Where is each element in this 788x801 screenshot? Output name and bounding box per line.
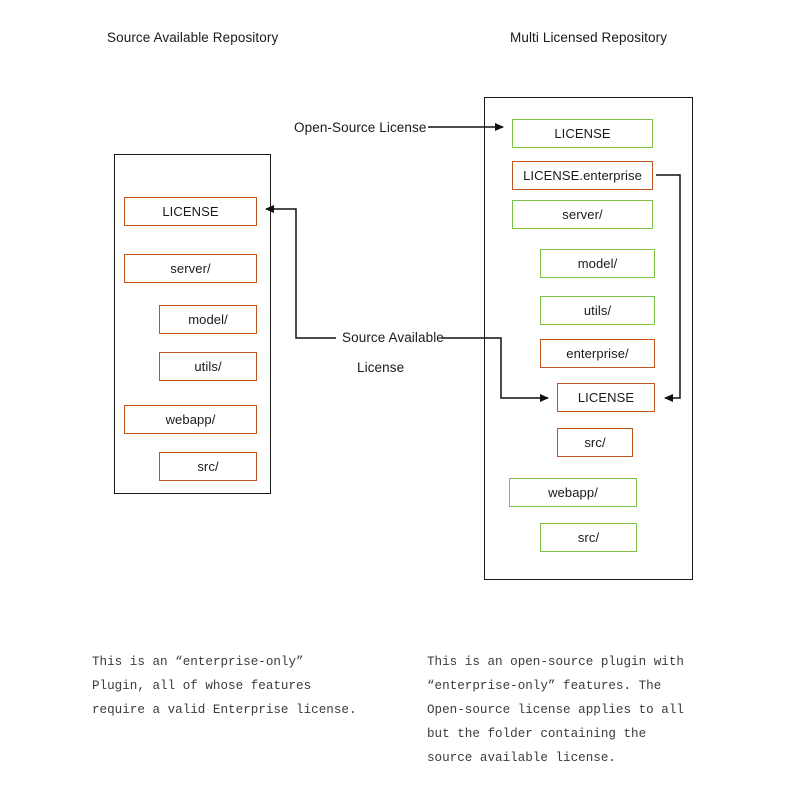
right-node-enterprise[interactable]: enterprise/ (540, 339, 655, 368)
right-node-webapp[interactable]: webapp/ (509, 478, 637, 507)
left-node-model[interactable]: model/ (159, 305, 257, 334)
right-node-webapp-src[interactable]: src/ (540, 523, 637, 552)
edge-source-available-left (265, 205, 336, 339)
right-node-utils[interactable]: utils/ (540, 296, 655, 325)
right-node-enterprise-license[interactable]: LICENSE (557, 383, 655, 412)
right-node-license-enterprise[interactable]: LICENSE.enterprise (512, 161, 653, 190)
right-node-model[interactable]: model/ (540, 249, 655, 278)
right-repo-title: Multi Licensed Repository (510, 30, 668, 45)
right-node-enterprise-src[interactable]: src/ (557, 428, 633, 457)
left-node-server[interactable]: server/ (124, 254, 257, 283)
edge-label-source-available-line2: License (357, 360, 405, 375)
left-node-license[interactable]: LICENSE (124, 197, 257, 226)
left-node-utils[interactable]: utils/ (159, 352, 257, 381)
right-node-server[interactable]: server/ (512, 200, 653, 229)
right-caption: This is an open-source plugin with “ente… (427, 655, 684, 765)
left-caption: This is an “enterprise-only” Plugin, all… (92, 655, 357, 717)
left-repo-title: Source Available Repository (107, 30, 279, 45)
edge-label-source-available-line1: Source Available (342, 330, 444, 345)
right-node-license[interactable]: LICENSE (512, 119, 653, 148)
left-node-webapp[interactable]: webapp/ (124, 405, 257, 434)
edge-label-open-source-license: Open-Source License (294, 120, 427, 135)
left-node-src[interactable]: src/ (159, 452, 257, 481)
